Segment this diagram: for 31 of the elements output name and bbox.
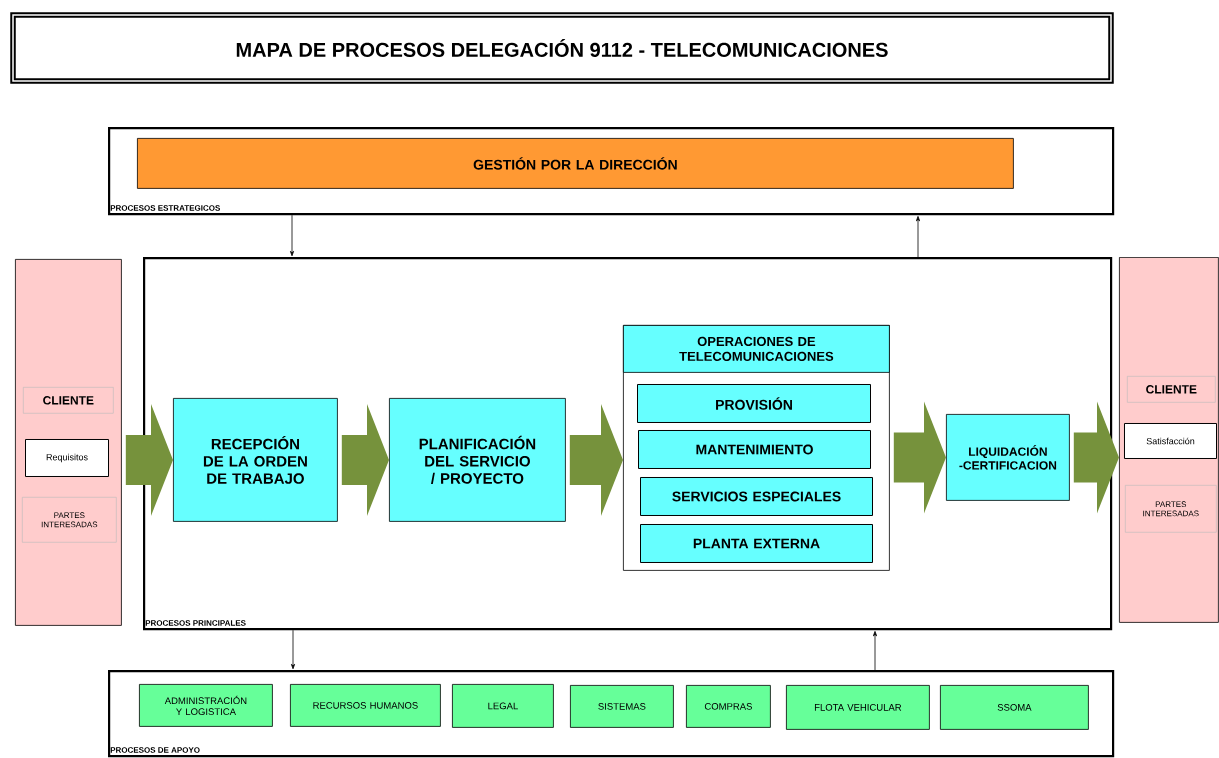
requirement-box: Requisitos (25, 439, 109, 477)
process-box: COMPRAS (686, 685, 771, 728)
block-arrow (125, 403, 173, 516)
process-box: PLANIFICACIÓN DEL SERVICIO / PROYECTO (389, 398, 566, 522)
block-arrow (1073, 401, 1119, 514)
process-box: GESTIÓN POR LA DIRECCIÓN (137, 138, 1014, 189)
block-arrow (569, 403, 623, 516)
client-label: CLIENTE (23, 387, 114, 414)
process-box: RECEPCIÓN DE LA ORDEN DE TRABAJO (173, 398, 338, 522)
process-box: RECURSOS HUMANOS (290, 684, 441, 727)
stakeholder-label: PARTES INTERESADAS (22, 497, 117, 543)
process-box: SERVICIOS ESPECIALES (640, 477, 873, 516)
block-arrow (341, 403, 389, 516)
block-arrow (893, 401, 946, 514)
process-box: PLANTA EXTERNA (640, 524, 873, 563)
process-box: PROVISIÓN (637, 384, 871, 423)
arrow (916, 216, 920, 258)
process-box: SSOMA (940, 685, 1089, 730)
satisfaction-box: Satisfacción (1124, 423, 1217, 459)
arrow (873, 631, 877, 671)
arrow (290, 214, 294, 257)
title-box: MAPA DE PROCESOS DELEGACIÓN 9112 - TELECOMUNICACIONES (10, 12, 1114, 84)
stakeholder-label: PARTES INTERESADAS (1125, 485, 1217, 533)
process-box: LIQUIDACIÓN -CERTIFICACION (946, 414, 1070, 501)
process-box: MANTENIMIENTO (638, 430, 871, 469)
process-box: FLOTA VEHICULAR (786, 685, 930, 730)
process-box: ADMINISTRACIÓN Y LOGISTICA (139, 684, 273, 727)
process-box: LEGAL (452, 684, 554, 728)
process-box: SISTEMAS (570, 685, 674, 728)
client-label: CLIENTE (1127, 376, 1216, 403)
arrow (291, 629, 295, 670)
